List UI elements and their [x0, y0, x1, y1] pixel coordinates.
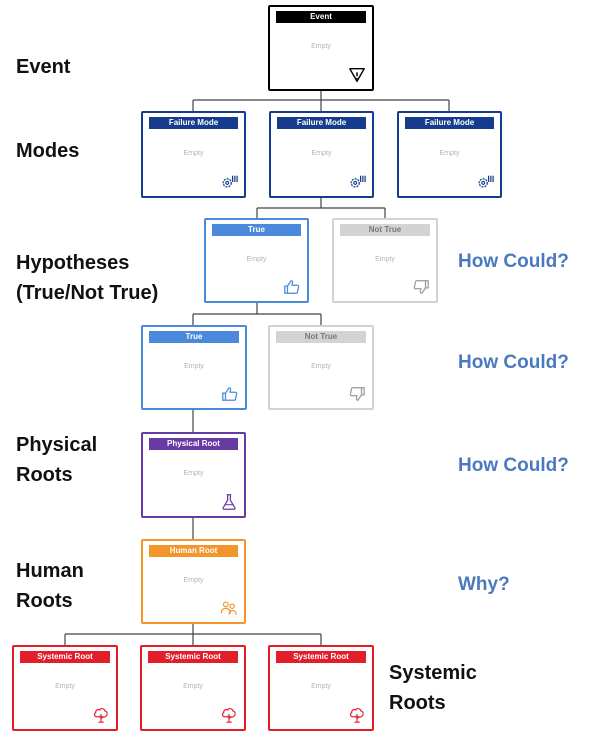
hypothesis-not-true-node-2[interactable]: Not True Empty — [268, 325, 374, 410]
label-physical-line1: Physical — [16, 434, 98, 456]
gear-alert-icon — [220, 173, 238, 191]
question-how-could-1: How Could? — [458, 251, 569, 272]
tree-icon — [220, 706, 238, 724]
failure-mode-title: Failure Mode — [149, 117, 238, 129]
failure-mode-body: Empty — [311, 149, 332, 157]
warning-triangle-icon — [348, 66, 366, 84]
label-physical-line2: Roots — [16, 464, 73, 486]
systemic-root-node-3[interactable]: Systemic Root Empty — [268, 645, 374, 731]
event-node[interactable]: Event Empty — [268, 5, 374, 91]
label-hypotheses-line1: Hypotheses — [16, 252, 130, 274]
failure-mode-body: Empty — [439, 149, 460, 157]
label-systemic-line2: Roots — [389, 692, 446, 714]
systemic-root-body: Empty — [311, 683, 331, 691]
question-how-could-3: How Could? — [458, 455, 569, 476]
label-event: Event — [16, 56, 71, 78]
event-node-title: Event — [276, 11, 366, 23]
physical-root-title: Physical Root — [149, 438, 238, 450]
label-systemic-line1: Systemic — [389, 662, 477, 684]
label-hypotheses: Hypotheses (True/Not True) — [16, 248, 158, 308]
failure-mode-title: Failure Mode — [405, 117, 494, 129]
label-physical-roots: Physical Roots — [16, 430, 97, 490]
tree-icon — [92, 706, 110, 724]
physical-root-node[interactable]: Physical Root Empty — [141, 432, 246, 518]
human-root-body: Empty — [183, 576, 204, 584]
hypothesis-body: Empty — [184, 362, 204, 370]
physical-root-body: Empty — [183, 470, 204, 478]
label-modes: Modes — [16, 140, 80, 162]
failure-mode-node-2[interactable]: Failure Mode Empty — [269, 111, 374, 198]
event-node-body: Empty — [311, 43, 331, 51]
systemic-root-node-2[interactable]: Systemic Root Empty — [140, 645, 246, 731]
gear-alert-icon — [348, 173, 366, 191]
systemic-root-body: Empty — [183, 683, 203, 691]
hypothesis-body: Empty — [311, 362, 331, 370]
failure-mode-node-1[interactable]: Failure Mode Empty — [141, 111, 246, 198]
hypothesis-true-node-1[interactable]: True Empty — [204, 218, 309, 303]
thumbs-up-icon — [283, 278, 301, 296]
hypothesis-title: Not True — [340, 224, 430, 236]
hypothesis-not-true-node-1[interactable]: Not True Empty — [332, 218, 438, 303]
hypothesis-title: True — [149, 331, 239, 343]
label-hypotheses-line2: (True/Not True) — [16, 282, 159, 304]
gear-alert-icon — [476, 173, 494, 191]
systemic-root-title: Systemic Root — [276, 651, 366, 663]
label-systemic-roots: Systemic Roots — [389, 658, 477, 718]
systemic-root-title: Systemic Root — [20, 651, 110, 663]
people-icon — [220, 599, 238, 617]
thumbs-up-icon — [221, 385, 239, 403]
thumbs-down-icon — [412, 278, 430, 296]
question-how-could-2: How Could? — [458, 352, 569, 373]
hypothesis-title: Not True — [276, 331, 366, 343]
human-root-title: Human Root — [149, 545, 238, 557]
label-human-line1: Human — [16, 560, 84, 582]
label-human-line2: Roots — [16, 590, 73, 612]
human-root-node[interactable]: Human Root Empty — [141, 539, 246, 624]
hypothesis-title: True — [212, 224, 301, 236]
systemic-root-title: Systemic Root — [148, 651, 238, 663]
systemic-root-body: Empty — [55, 683, 75, 691]
hypothesis-body: Empty — [246, 255, 267, 263]
tree-icon — [348, 706, 366, 724]
failure-mode-title: Failure Mode — [277, 117, 366, 129]
systemic-root-node-1[interactable]: Systemic Root Empty — [12, 645, 118, 731]
label-human-roots: Human Roots — [16, 556, 84, 616]
failure-mode-node-3[interactable]: Failure Mode Empty — [397, 111, 502, 198]
failure-mode-body: Empty — [183, 149, 204, 157]
flask-icon — [220, 493, 238, 511]
thumbs-down-icon — [348, 385, 366, 403]
question-why: Why? — [458, 574, 510, 595]
hypothesis-true-node-2[interactable]: True Empty — [141, 325, 247, 410]
hypothesis-body: Empty — [375, 255, 395, 263]
